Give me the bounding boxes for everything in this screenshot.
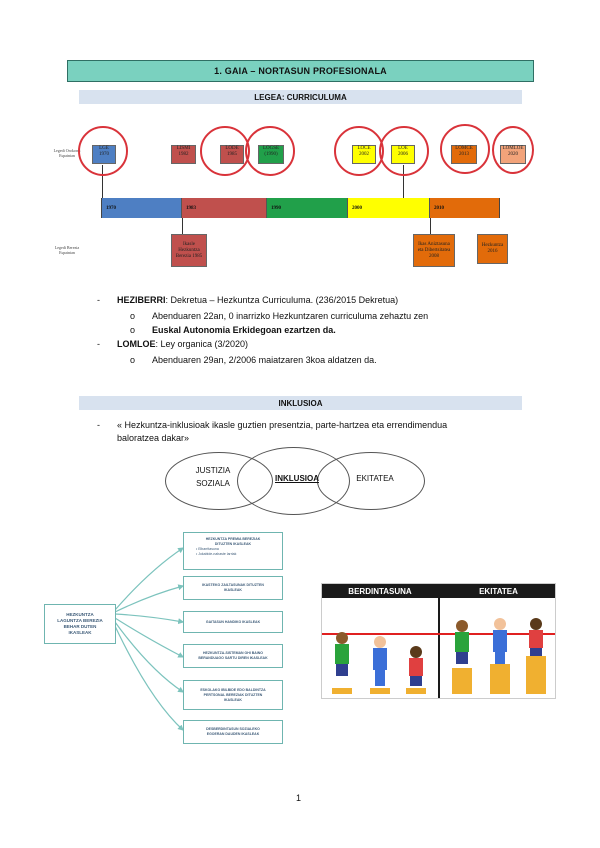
timeline-segment: 1970 <box>102 198 182 218</box>
quote-line: baloratzea dakar» <box>117 433 190 443</box>
sub-bullet-text: Abenduaren 22an, 0 inarrizko Hezkuntzare… <box>152 311 429 321</box>
mindmap-branch-line: IKASTEKO ZAILTASUNAK DITUZTEN <box>202 583 264 587</box>
mindmap-arrow <box>114 621 184 693</box>
mindmap-branch-line: GAITASUN HANDIKO IKASLEAK <box>205 619 261 624</box>
venn-label-right: EKITATEA <box>356 474 394 483</box>
highlight-circle <box>492 126 534 174</box>
inklusioa-heading: INKLUSIOA <box>79 396 522 410</box>
equity-label-left: BERDINTASUNA <box>322 584 438 598</box>
law-year: 1982 <box>178 152 189 157</box>
mindmap-branch-line: DITUZTEN IKASLEAK <box>214 542 252 546</box>
mindmap-center-line: HEZKUNTZA <box>66 612 94 617</box>
law-name: LISMI <box>176 146 191 151</box>
law-special-1985: Ikasle Hezkuntza Berezia 1985 <box>171 234 207 267</box>
bullet-dash: - <box>97 420 100 430</box>
mindmap-arrow <box>114 617 185 658</box>
curriculum-heading: LEGEA: CURRICULUMA <box>79 90 522 104</box>
highlight-circle <box>245 126 295 176</box>
bullet-lomloe: LOMLOE: Ley organica (3/2020) <box>117 339 248 349</box>
mindmap-center-line: IKASLEAK <box>68 630 92 635</box>
law-special-2008: Ikas Aniztasuna eta Dibertsitatea 2008 <box>413 234 455 267</box>
mindmap-branch-line: EGOERAN DAUDEN IKASLEAK <box>206 732 260 736</box>
highlight-circle <box>78 126 128 176</box>
mindmap-arrow <box>114 547 184 611</box>
mindmap-branch-line: HEZKUNTZA PREMIA BEREZIAK <box>205 537 261 541</box>
divider <box>438 584 440 698</box>
venn-line: JUSTIZIA <box>195 466 231 475</box>
bullet-title: LOMLOE <box>117 339 156 349</box>
equity-illustration: BERDINTASUNA EKITATEA <box>321 583 556 699</box>
row-label-special: Legedi Berezia Espainian <box>54 245 80 255</box>
venn-label-center: INKLUSIOA <box>275 474 319 483</box>
inklusioa-quote: « Hezkuntza-inklusioak ikasle guztien pr… <box>117 420 527 443</box>
chapter-title: 1. GAIA – NORTASUN PROFESIONALA <box>67 60 534 82</box>
highlight-circle <box>440 124 490 174</box>
mindmap-center-line: LAGUNTZA BEREZIA <box>57 618 103 623</box>
mindmap-branch-line: HEZKUNTZA-SISTEMAN OHI BAINO <box>202 651 264 655</box>
mindmap-center-line: BEHAR DUTEN <box>63 624 97 629</box>
connector-line <box>182 218 183 234</box>
mindmap-branch-line: PERTSONAL BEREZIAK DITUZTEN <box>203 692 263 697</box>
mindmap-branch-line: IKASLEAK <box>224 588 242 592</box>
quote-line: « Hezkuntza-inklusioak ikasle guztien pr… <box>117 420 448 430</box>
mindmap-arrows <box>114 547 185 731</box>
sub-bullet-text: Euskal Autonomia Erkidegoan ezartzen da. <box>152 325 336 335</box>
row-label-general: Legedi Orokorra Espainian <box>53 148 81 158</box>
bullet-text: : Ley organica (3/2020) <box>155 339 249 349</box>
mindmap-arrow <box>114 613 185 625</box>
highlight-circle <box>334 126 384 176</box>
venn-line: SOZIALA <box>196 479 230 488</box>
sub-bullet-marker: o <box>130 355 136 365</box>
sub-bullet-marker: o <box>130 325 136 335</box>
venn-label-left: JUSTIZIA SOZIALA <box>183 464 243 490</box>
highlight-circle <box>379 126 429 176</box>
mindmap-sub-item: • Elbarritasuna <box>196 547 219 551</box>
timeline-segment: 1983 <box>182 198 267 218</box>
connector-line <box>430 218 431 234</box>
equity-label-right: EKITATEA <box>440 584 555 598</box>
children-figures-icon <box>322 618 555 694</box>
bullet-dash: - <box>97 295 100 305</box>
venn-circle-right <box>317 452 425 510</box>
page-number: 1 <box>296 793 302 803</box>
mindmap-branch-line: BERANDUAGO SARTU DIREN IKASLEAK <box>198 656 268 660</box>
law-special-2016: Hezkuntza 2016 <box>477 234 508 264</box>
mindmap-branch-line: DESBERDINTASUN SOZIALEKO <box>206 727 260 731</box>
bullet-dash: - <box>97 339 100 349</box>
bullet-heziberri: HEZIBERRI: Dekretua – Hezkuntza Curricul… <box>117 295 398 305</box>
sub-bullet-text: Abenduaren 29an, 2/2006 maiatzaren 3koa … <box>152 355 377 365</box>
sub-bullet-marker: o <box>130 311 136 321</box>
connector-line <box>102 165 103 199</box>
timeline-segment: 2000 <box>348 198 430 218</box>
timeline-segment: 2010 <box>430 198 499 218</box>
mindmap-sub-item: • Jokabide-nahaste larriak <box>196 552 237 556</box>
mindmap-branch: GAITASUN HANDIKO IKASLEAK <box>183 611 283 633</box>
mindmap-arrow <box>114 625 184 731</box>
connector-line <box>403 165 404 199</box>
mindmap-branch-line: IKASLEAK <box>224 697 242 702</box>
highlight-circle <box>200 126 250 176</box>
mindmap-branch-line: ESKOLAKO IBILBIDE EDO BALDINTZA <box>200 687 266 692</box>
mindmap-arrow <box>114 584 185 613</box>
bullet-title: HEZIBERRI <box>117 295 166 305</box>
bullet-text: : Dekretua – Hezkuntza Curriculuma. (236… <box>165 295 399 305</box>
timeline-segment: 1990 <box>267 198 348 218</box>
